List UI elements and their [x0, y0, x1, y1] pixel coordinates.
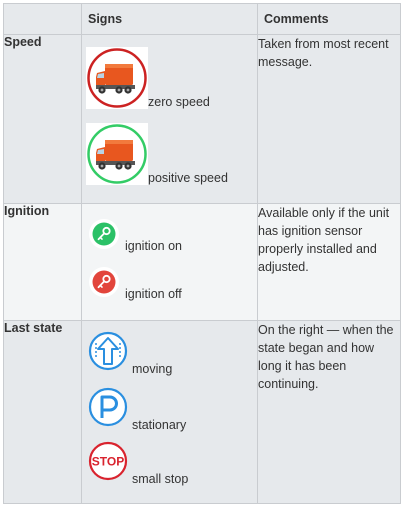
row-label-last-state: Last state: [3, 320, 82, 504]
sign-ignition-on: ignition on: [88, 218, 257, 253]
sign-label-ignition-on: ignition on: [125, 239, 182, 253]
sign-small-stop: STOP small stop: [88, 441, 257, 486]
signs-table: Signs Comments Speed: [3, 3, 401, 504]
comment-speed: Taken from most recent message.: [257, 34, 401, 204]
signs-cell-last-state: moving stationary STOP sm: [81, 320, 258, 504]
sign-label-stationary: stationary: [132, 418, 187, 432]
signs-cell-speed: zero speed: [81, 34, 258, 204]
table-row-ignition: Ignition ignition on: [3, 203, 401, 321]
key-red-icon: [88, 266, 120, 298]
sign-label-positive-speed: positive speed: [148, 171, 228, 185]
table-row-last-state: Last state moving: [3, 320, 401, 504]
sign-zero-speed: zero speed: [86, 47, 257, 109]
sign-ignition-off: ignition off: [88, 266, 257, 301]
sign-label-small-stop: small stop: [132, 472, 189, 486]
sign-label-zero-speed: zero speed: [148, 95, 210, 109]
table-row-speed: Speed: [3, 34, 401, 204]
row-label-speed: Speed: [3, 34, 82, 204]
stop-sign-icon: STOP: [88, 441, 128, 481]
sign-positive-speed: positive speed: [86, 123, 257, 185]
comment-last-state: On the right — when the state began and …: [257, 320, 401, 504]
comment-ignition: Available only if the unit has ignition …: [257, 203, 401, 321]
truck-red-ring-icon: [86, 47, 148, 109]
key-green-icon: [88, 218, 120, 250]
stop-sign-text: STOP: [92, 455, 124, 469]
sign-moving: moving: [88, 331, 257, 376]
header-row: Signs Comments: [3, 3, 401, 35]
sign-label-moving: moving: [132, 362, 173, 376]
header-comments: Comments: [257, 3, 401, 35]
signs-cell-ignition: ignition on ignition off: [81, 203, 258, 321]
header-blank: [3, 3, 82, 35]
sign-label-ignition-off: ignition off: [125, 287, 182, 301]
sign-stationary: stationary: [88, 387, 257, 432]
parking-icon: [88, 387, 128, 427]
row-label-ignition: Ignition: [3, 203, 82, 321]
header-signs: Signs: [81, 3, 258, 35]
arrow-up-icon: [88, 331, 128, 371]
truck-green-ring-icon: [86, 123, 148, 185]
